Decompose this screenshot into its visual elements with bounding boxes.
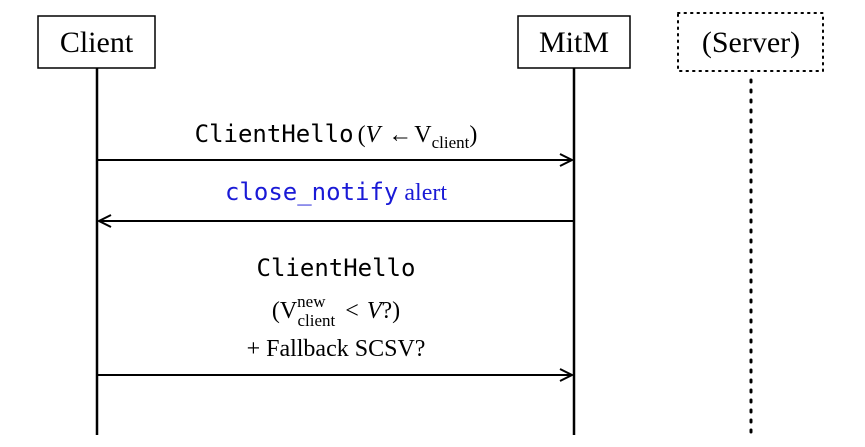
message-1-label: ClientHello(V←Vclient) <box>195 120 478 152</box>
participant-server: (Server) <box>677 12 824 72</box>
participant-client-label: Client <box>60 26 134 59</box>
participant-client: Client <box>37 15 156 69</box>
participant-mitm: MitM <box>517 15 631 69</box>
participant-mitm-label: MitM <box>539 26 609 59</box>
message-3-name: ClientHello <box>257 254 416 282</box>
message-client-hello-1: ClientHello(V←Vclient) <box>97 120 572 160</box>
participant-server-label: (Server) <box>702 26 800 59</box>
message-3-fallback: + Fallback SCSV? <box>247 336 426 362</box>
